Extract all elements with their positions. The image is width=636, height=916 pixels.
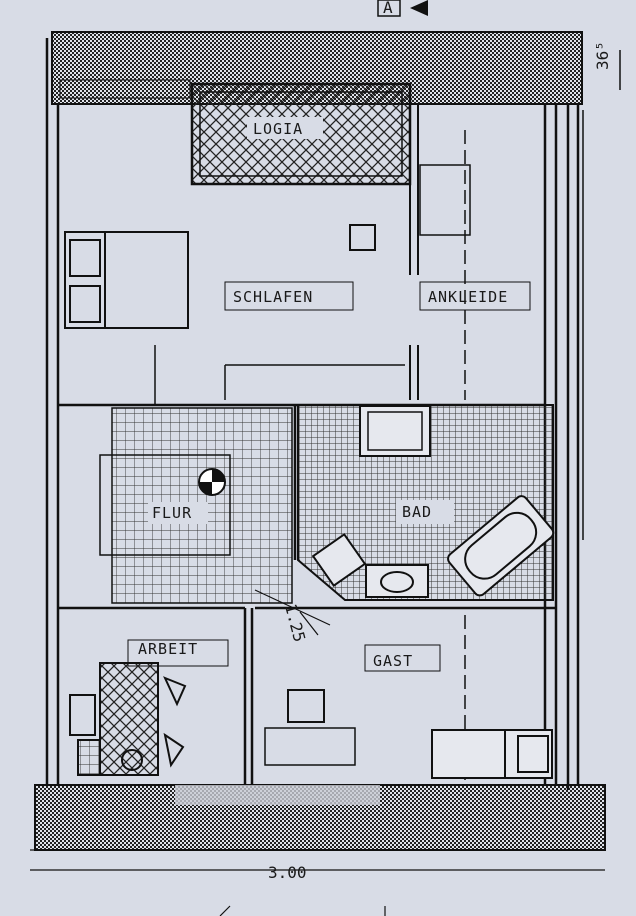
room-label-gast: GAST [373, 652, 413, 670]
room-label-flur: FLUR [152, 504, 192, 522]
room-label-schlafen: SCHLAFEN [233, 288, 313, 306]
bed [64, 231, 189, 329]
bathtub [447, 495, 555, 597]
wall-thickness-dimension: 36⁵ [593, 41, 612, 70]
room-label-ankleide: ANKLEIDE [428, 288, 508, 306]
room-label-arbeit: ARBEIT [138, 640, 198, 658]
section-marker: A [383, 0, 393, 17]
room-label-bad: BAD [402, 503, 432, 521]
bottom-width-dimension: 3.00 [268, 863, 307, 882]
desk [69, 662, 187, 776]
room-label-logia: LOGIA [253, 120, 303, 138]
guest-bed [431, 729, 553, 779]
